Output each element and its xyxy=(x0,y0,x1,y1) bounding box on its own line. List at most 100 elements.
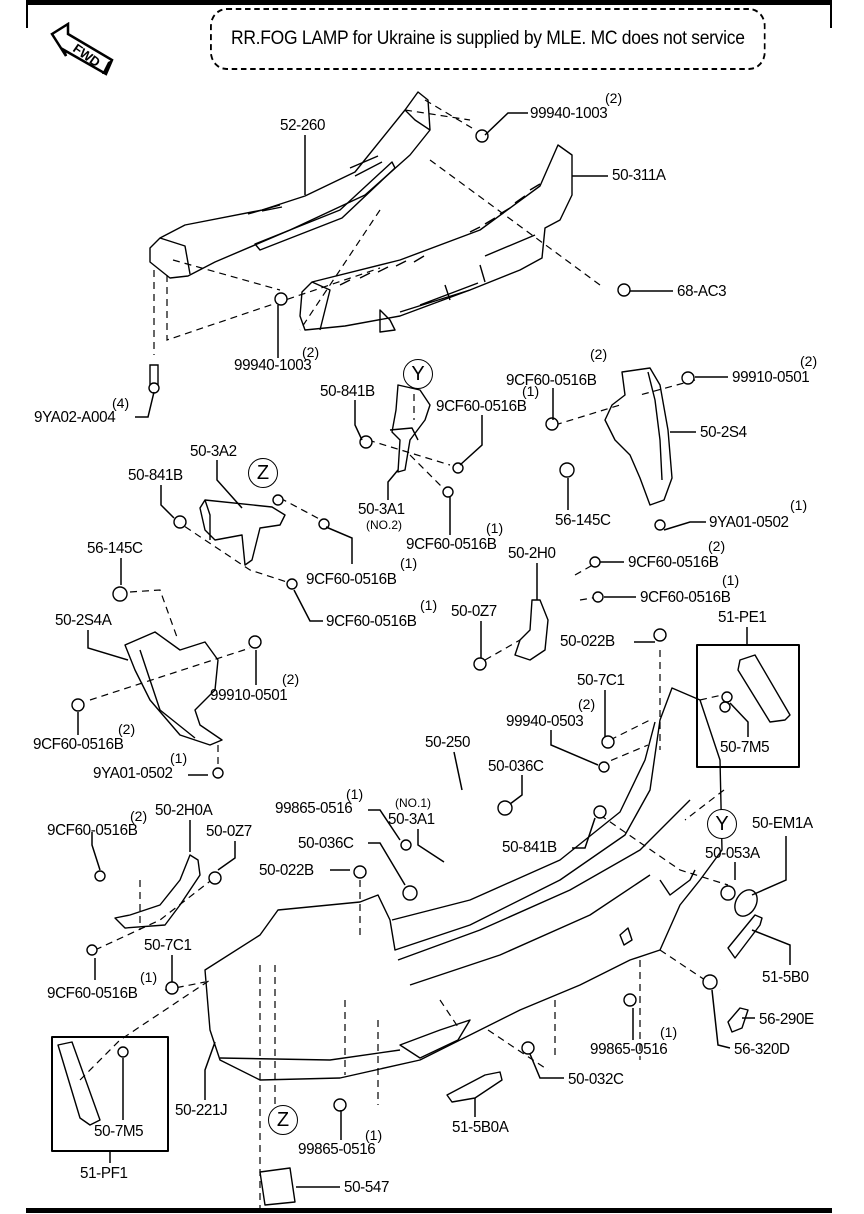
reflector-51-PF1 xyxy=(57,1041,101,1126)
bolt-icon xyxy=(286,578,298,590)
part-label: 50-0Z7 xyxy=(451,603,497,620)
part-quantity: (1) xyxy=(790,497,808,513)
reflector-51-5B0A xyxy=(446,1071,503,1103)
part-label: 9YA01-0502 xyxy=(93,765,173,782)
pad-50-547 xyxy=(259,1167,296,1206)
part-label: 50-2H0 xyxy=(508,545,556,562)
bracket-50-2H0A xyxy=(114,854,201,929)
bolt-icon xyxy=(353,865,367,879)
leader-line xyxy=(368,842,406,886)
part-label: 50-221J xyxy=(175,1102,228,1119)
leader-line xyxy=(509,775,523,805)
part-label: 99865-0516 xyxy=(298,1141,376,1158)
part-label: 50-7M5 xyxy=(720,739,770,756)
part-note: (NO.1) xyxy=(395,796,431,810)
bolt-icon xyxy=(71,698,85,712)
part-label: 50-7M5 xyxy=(94,1123,144,1140)
fwd-arrow-icon: FWD xyxy=(50,22,114,76)
part-label: 50-841B xyxy=(320,383,375,400)
part-quantity: (2) xyxy=(118,721,136,737)
leader-line xyxy=(368,809,401,841)
bolt-icon xyxy=(545,417,559,431)
part-quantity: (2) xyxy=(800,353,818,369)
reference-marker-y: Y xyxy=(403,359,433,389)
bolt-icon xyxy=(592,591,604,603)
part-label: 52-260 xyxy=(280,117,326,134)
clip-icon xyxy=(593,805,607,819)
part-quantity: (1) xyxy=(400,555,418,571)
part-label: 51-5B0A xyxy=(452,1119,509,1136)
part-quantity: (1) xyxy=(170,750,188,766)
nut-icon xyxy=(473,657,487,671)
leader-line xyxy=(354,400,363,441)
leader-line xyxy=(217,841,236,871)
bolt-icon xyxy=(94,870,106,882)
part-label: 50-250 xyxy=(425,734,471,751)
part-label: 9CF60-0516B xyxy=(306,571,397,588)
part-label: 50-2S4A xyxy=(55,612,112,629)
nut-icon xyxy=(475,129,489,143)
part-label: 9CF60-0516B xyxy=(33,736,124,753)
nut-icon xyxy=(208,871,222,885)
emblem-50-EM1A xyxy=(734,889,758,917)
part-label: 56-145C xyxy=(87,540,143,557)
part-label: 99865-0516 xyxy=(275,800,353,817)
energy-absorber-50-311A xyxy=(299,144,573,333)
cap-56-290E xyxy=(727,1007,749,1033)
part-quantity: (4) xyxy=(112,395,130,411)
bolt-icon xyxy=(721,691,733,703)
part-label: 68-AC3 xyxy=(677,283,727,300)
leader-line xyxy=(91,832,101,871)
part-label: 51-PE1 xyxy=(718,609,767,626)
clip-icon xyxy=(359,435,373,449)
part-label: 50-7C1 xyxy=(577,672,625,689)
part-quantity: (1) xyxy=(365,1127,383,1143)
part-label: 50-547 xyxy=(344,1179,390,1196)
leader-line xyxy=(87,630,129,661)
clip-icon xyxy=(521,1041,535,1055)
clip-icon xyxy=(173,515,187,529)
part-label: 51-5B0 xyxy=(762,969,809,986)
part-label: 50-311A xyxy=(612,167,666,184)
part-quantity: (2) xyxy=(708,538,726,554)
bolt-icon xyxy=(654,519,666,531)
rear-bumper-reinforcement-52-260 xyxy=(149,91,431,279)
clip-icon xyxy=(617,283,631,297)
part-label: 9YA01-0502 xyxy=(709,514,789,531)
bumper-fascia-50-221J xyxy=(204,687,723,1081)
part-label: 56-145C xyxy=(555,512,611,529)
leader-line xyxy=(293,589,323,622)
bolt-icon xyxy=(117,1046,129,1058)
part-quantity: (1) xyxy=(420,597,438,613)
nut-icon xyxy=(598,761,610,773)
part-label: 9CF60-0516B xyxy=(406,536,497,553)
leader-line xyxy=(135,391,155,418)
part-label: 50-841B xyxy=(502,839,557,856)
part-label: 50-2H0A xyxy=(155,802,213,819)
service-notice-text: RR.FOG LAMP for Ukraine is supplied by M… xyxy=(230,28,745,49)
part-quantity: (2) xyxy=(302,344,320,360)
bolt-icon xyxy=(212,767,224,779)
part-quantity: (2) xyxy=(578,696,596,712)
leader-line xyxy=(204,1041,216,1100)
bolt-icon xyxy=(589,556,601,568)
reference-marker-z: Z xyxy=(248,458,278,488)
part-label: 99940-1003 xyxy=(530,105,608,122)
clip-icon xyxy=(112,586,128,602)
leader-line xyxy=(325,526,353,564)
leader-line xyxy=(751,836,787,896)
part-quantity: (2) xyxy=(590,346,608,362)
fasteners xyxy=(71,129,736,1112)
nut-icon xyxy=(681,371,695,385)
part-label: 51-PF1 xyxy=(80,1165,128,1182)
part-quantity: (1) xyxy=(140,969,158,985)
part-note: (NO.2) xyxy=(366,518,402,532)
leader-line xyxy=(572,817,596,849)
service-notice-box: RR.FOG LAMP for Ukraine is supplied by M… xyxy=(210,8,766,70)
frame-bottom-border xyxy=(26,1208,832,1213)
leader-line xyxy=(453,751,463,791)
part-label: 99910-0501 xyxy=(732,369,810,386)
tow-hook-icon xyxy=(702,974,718,990)
part-label: 99865-0516 xyxy=(590,1041,668,1058)
